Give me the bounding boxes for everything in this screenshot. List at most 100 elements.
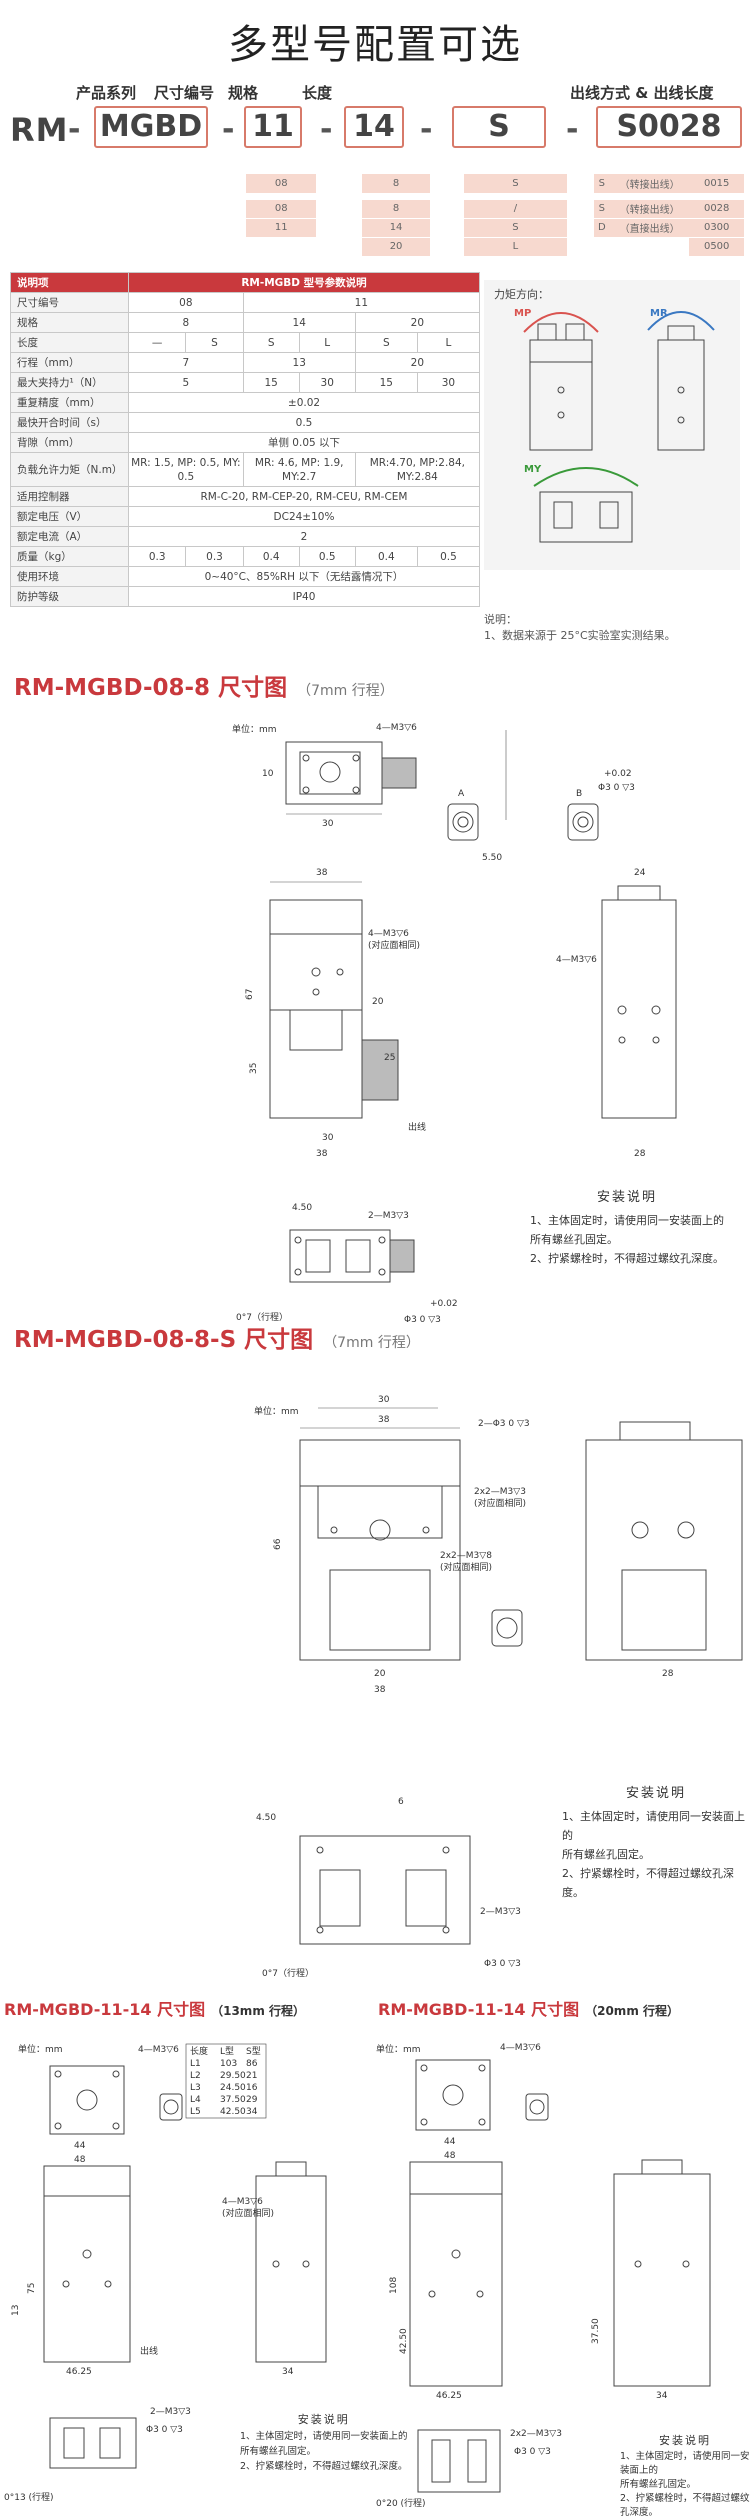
svg-text:L1: L1 (190, 2059, 201, 2069)
svg-text:L4: L4 (190, 2095, 201, 2105)
svg-text:L5: L5 (190, 2107, 201, 2117)
model-prefix: RM (10, 111, 69, 149)
svg-text:4—M3▽6: 4—M3▽6 (500, 2043, 541, 2053)
mp-label: MP (514, 308, 531, 319)
svg-text:5.50: 5.50 (482, 853, 502, 863)
svg-text:66: 66 (273, 1538, 283, 1550)
svg-text:16: 16 (246, 2083, 258, 2093)
svg-text:2—Φ3 0 ▽3: 2—Φ3 0 ▽3 (478, 1419, 530, 1429)
svg-text:35: 35 (249, 1063, 259, 1074)
svg-text:4—M3▽6: 4—M3▽6 (556, 955, 597, 965)
spec-box: 14 (344, 106, 404, 148)
size-box: 11 (244, 106, 302, 148)
svg-text:34: 34 (656, 2391, 668, 2401)
svg-text:25: 25 (384, 1053, 395, 1063)
install-notes: 安装说明 1、主体固定时，请使用同一安装面上的所有螺丝孔固定。2、拧紧螺栓时，不… (562, 1786, 745, 1899)
dash: - (222, 112, 235, 147)
page-title: 多型号配置可选 (228, 22, 522, 68)
svg-text:28: 28 (634, 1149, 646, 1159)
svg-text:6: 6 (398, 1797, 404, 1807)
svg-text:20: 20 (372, 997, 384, 1007)
svg-text:0°13 (行程): 0°13 (行程) (4, 2491, 54, 2503)
mr-label: MR (650, 308, 668, 319)
seg-label-series: 产品系列 (76, 84, 137, 102)
svg-text:A: A (458, 789, 465, 799)
svg-text:L3: L3 (190, 2083, 201, 2093)
svg-text:0°7（行程）: 0°7（行程） (236, 1311, 288, 1323)
svg-text:37.50: 37.50 (220, 2095, 246, 2105)
svg-text:21: 21 (246, 2071, 257, 2081)
svg-text:30: 30 (322, 819, 334, 829)
dash: - (420, 112, 433, 147)
svg-text:2—M3▽3: 2—M3▽3 (480, 1907, 521, 1917)
svg-text:44: 44 (444, 2137, 456, 2147)
section-title-08-8: RM-MGBD-08-8 尺寸图（7mm 行程） (14, 675, 394, 701)
option-row: 08 8 S S（转接出线） 0015 (246, 174, 744, 194)
dash: - (68, 112, 81, 147)
svg-text:29.50: 29.50 (220, 2071, 246, 2081)
svg-text:4.50: 4.50 (256, 1813, 276, 1823)
svg-text:24: 24 (634, 868, 646, 878)
option-row: 08 8 / S（转接出线） 0028 (246, 199, 744, 219)
svg-text:24.50: 24.50 (220, 2083, 246, 2093)
svg-text:34: 34 (246, 2107, 258, 2117)
svg-text:46.25: 46.25 (66, 2367, 92, 2377)
svg-text:Φ3 0 ▽3: Φ3 0 ▽3 (404, 1315, 441, 1325)
svg-text:86: 86 (246, 2059, 258, 2069)
svg-text:4—M3▽6: 4—M3▽6 (368, 929, 409, 939)
svg-text:2x2—M3▽8: 2x2—M3▽8 (440, 1551, 492, 1561)
install-notes: 安装说明 1、主体固定时，请使用同一安装面上的所有螺丝孔固定。2、拧紧螺栓时，不… (240, 2413, 408, 2472)
seg-label-length: 长度 (302, 84, 333, 102)
seg-label-size: 尺寸编号 (154, 84, 215, 102)
svg-text:(对应面相同): (对应面相同) (222, 2207, 274, 2219)
svg-text:+0.02: +0.02 (604, 769, 632, 779)
svg-text:30: 30 (378, 1395, 390, 1405)
svg-text:2x2—M3▽3: 2x2—M3▽3 (474, 1487, 526, 1497)
svg-text:20: 20 (374, 1669, 386, 1679)
svg-text:2x2—M3▽3: 2x2—M3▽3 (510, 2429, 562, 2439)
section-title-08-8-s: RM-MGBD-08-8-S 尺寸图（7mm 行程） (14, 1327, 420, 1353)
option-table: 08 8 S S（转接出线） 0015 08 8 / S（转接出线） 0028 … (246, 174, 744, 257)
svg-text:S型: S型 (246, 2046, 261, 2057)
svg-text:2—M3▽3: 2—M3▽3 (368, 1211, 409, 1221)
svg-text:0°20 (行程): 0°20 (行程) (376, 2497, 426, 2509)
svg-text:Φ3 0 ▽3: Φ3 0 ▽3 (484, 1959, 521, 1969)
svg-text:单位：mm: 单位：mm (18, 2043, 63, 2055)
install-notes: 安装说明 1、主体固定时，请使用同一安装面上的所有螺丝孔固定。2、拧紧螺栓时，不… (530, 1190, 724, 1265)
seg-label-spec: 规格 (228, 84, 259, 102)
svg-text:4—M3▽6: 4—M3▽6 (138, 2045, 179, 2055)
outlet-box: S0028 (596, 106, 742, 148)
svg-text:38: 38 (374, 1685, 386, 1695)
svg-text:103: 103 (220, 2059, 237, 2069)
svg-text:(对应面相同): (对应面相同) (368, 939, 420, 951)
svg-text:L2: L2 (190, 2071, 201, 2081)
model-code: RM - MGBD - 11 - 14 - S - S0028 (0, 104, 750, 154)
svg-text:单位：mm: 单位：mm (376, 2043, 421, 2055)
svg-text:48: 48 (444, 2151, 456, 2161)
svg-text:L型: L型 (220, 2046, 234, 2057)
svg-text:出线: 出线 (408, 1121, 426, 1133)
svg-text:2—M3▽3: 2—M3▽3 (150, 2407, 191, 2417)
moment-direction-panel: 力矩方向： MP MR MY (484, 280, 740, 570)
section-title-11-14-13mm: RM-MGBD-11-14 尺寸图（13mm 行程） (4, 2000, 305, 2019)
svg-text:38: 38 (316, 1149, 328, 1159)
install-notes: 安装说明 1、主体固定时，请使用同一安装面上的所有螺丝孔固定。2、拧紧螺栓时，不… (620, 2434, 750, 2518)
moment-diagram: MP MR MY (514, 308, 715, 543)
svg-text:4—M3▽6: 4—M3▽6 (222, 2197, 263, 2207)
svg-text:4—M3▽6: 4—M3▽6 (376, 723, 417, 733)
svg-text:30: 30 (322, 1133, 334, 1143)
my-label: MY (524, 464, 542, 475)
svg-text:10: 10 (262, 769, 274, 779)
svg-text:长度: 长度 (190, 2045, 208, 2057)
svg-text:37.50: 37.50 (591, 2318, 601, 2344)
svg-text:(对应面相同): (对应面相同) (440, 1561, 492, 1573)
option-row: 20 L 0500 (246, 237, 744, 257)
svg-text:108: 108 (389, 2277, 399, 2294)
svg-text:Φ3 0 ▽3: Φ3 0 ▽3 (146, 2425, 183, 2435)
seg-label-outlet: 出线方式 & 出线长度 (570, 84, 714, 102)
